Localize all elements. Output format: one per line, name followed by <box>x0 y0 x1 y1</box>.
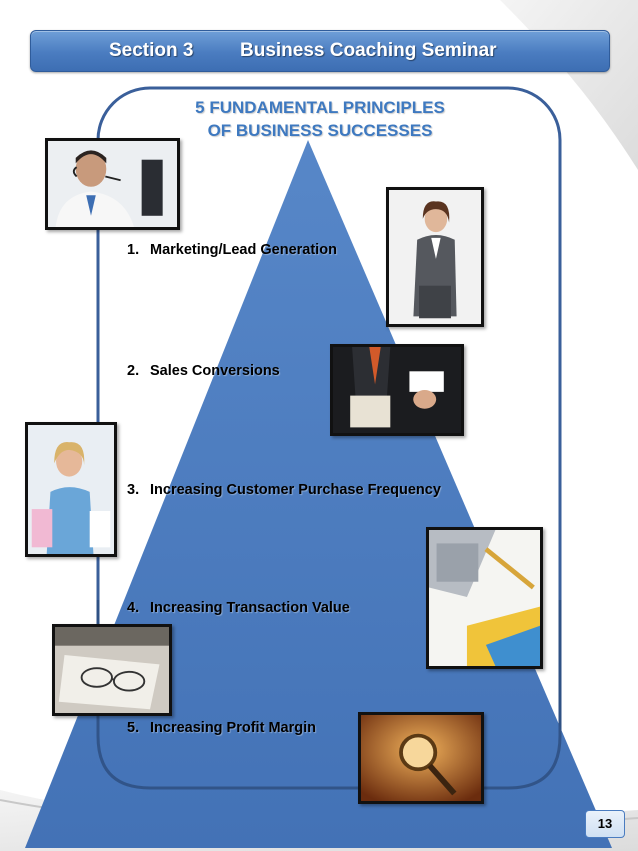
principle-number: 3. <box>127 482 140 498</box>
pyramid-title-line-2: OF BUSINESS SUCCESSES <box>207 121 433 140</box>
magnifying-glass-photo <box>358 712 484 804</box>
principle-item-2: 2. Sales Conversions <box>127 363 280 379</box>
headset-man-photo <box>45 138 180 230</box>
glasses-newspaper-photo <box>52 624 172 716</box>
principle-text: Increasing Transaction Value <box>150 600 350 616</box>
section-label: Section 3 <box>109 40 194 61</box>
businesswoman-photo <box>386 187 484 327</box>
principle-number: 2. <box>127 363 140 379</box>
page-number: 13 <box>585 810 625 838</box>
principle-item-4: 4. Increasing Transaction Value <box>127 600 350 616</box>
pyramid-title: 5 FUNDAMENTAL PRINCIPLES OF BUSINESS SUC… <box>150 96 490 142</box>
principle-text: Increasing Customer Purchase Frequency <box>150 482 441 498</box>
principle-item-3: 3. Increasing Customer Purchase Frequency <box>127 482 441 498</box>
principle-number: 1. <box>127 242 140 258</box>
principle-number: 5. <box>127 720 140 736</box>
shopping-woman-photo <box>25 422 117 557</box>
business-card-photo <box>330 344 464 436</box>
header-bar: Section 3 Business Coaching Seminar <box>30 30 610 72</box>
principle-text: Increasing Profit Margin <box>150 720 316 736</box>
principle-text: Marketing/Lead Generation <box>150 242 337 258</box>
principle-item-5: 5. Increasing Profit Margin <box>127 720 316 736</box>
pyramid-title-line-1: 5 FUNDAMENTAL PRINCIPLES <box>195 98 445 117</box>
principle-number: 4. <box>127 600 140 616</box>
principle-text: Sales Conversions <box>150 363 280 379</box>
content-frame-overlay <box>96 600 562 790</box>
principle-item-1: 1. Marketing/Lead Generation <box>127 242 337 258</box>
seminar-title: Business Coaching Seminar <box>240 40 497 61</box>
calculator-chart-photo <box>426 527 543 669</box>
